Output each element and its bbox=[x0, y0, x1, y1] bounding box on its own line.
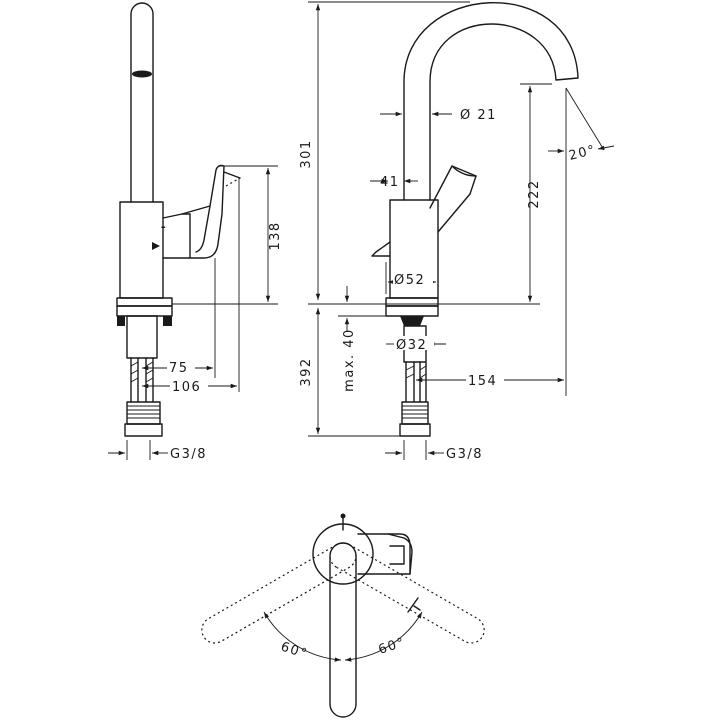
top-lever-indicator bbox=[407, 597, 419, 613]
dim301-label: 301 bbox=[299, 139, 314, 168]
side-body bbox=[119, 201, 164, 299]
dim392-label: 392 bbox=[299, 357, 314, 386]
dim154-label: 154 bbox=[468, 374, 497, 389]
dim138-label: 138 bbox=[268, 221, 283, 250]
top-angle-right-label: 60° bbox=[377, 635, 408, 658]
side-hoses bbox=[130, 357, 154, 403]
top-spout-center bbox=[329, 542, 357, 718]
side-shank bbox=[126, 315, 158, 359]
phi32-label: Ø32 bbox=[396, 338, 427, 353]
front-hose-fitting bbox=[401, 401, 429, 425]
side-nut-left bbox=[117, 316, 125, 326]
side-base-washer bbox=[116, 305, 173, 317]
side-hose-marks bbox=[130, 361, 154, 383]
side-lever-tip bbox=[223, 171, 241, 179]
dim154-bg bbox=[466, 372, 504, 386]
side-base-plate bbox=[116, 297, 173, 307]
angle20-ray bbox=[565, 87, 605, 151]
side-hose-nut bbox=[124, 423, 163, 437]
side-nut-right bbox=[163, 316, 172, 326]
top-lever-indicator-b bbox=[413, 605, 421, 611]
front-hose-nut bbox=[399, 423, 431, 437]
top-body-housing bbox=[357, 533, 411, 575]
phi52-label: Ø52 bbox=[394, 273, 425, 288]
dim106-bg bbox=[170, 378, 208, 392]
side-hose-thread bbox=[127, 405, 160, 419]
phi52-bg bbox=[393, 272, 433, 286]
front-lever-cap bbox=[451, 165, 477, 177]
angle20-arrow-right bbox=[597, 145, 615, 151]
dim75-bg bbox=[167, 360, 195, 374]
front-base-plate bbox=[385, 297, 439, 307]
dim75-label: 75 bbox=[169, 361, 189, 376]
side-spout-column bbox=[130, 2, 154, 203]
dim41-label: 41 bbox=[380, 175, 400, 190]
thread-left-label: G3/8 bbox=[170, 447, 207, 462]
front-hose-marks bbox=[405, 365, 427, 379]
top-lever-face bbox=[389, 545, 405, 565]
front-lever-tab bbox=[371, 241, 391, 257]
top-center-dot bbox=[340, 513, 346, 519]
top-view: 60° 60° bbox=[201, 513, 485, 718]
side-lever-blade bbox=[181, 164, 225, 259]
front-hoses bbox=[405, 361, 427, 403]
front-spout bbox=[403, 2, 579, 201]
top-base-circle bbox=[312, 523, 374, 585]
thread-right-label: G3/8 bbox=[446, 447, 483, 462]
side-temp-mark bbox=[152, 242, 160, 250]
top-angle-arc-left bbox=[263, 611, 342, 662]
front-base-washer bbox=[385, 305, 439, 317]
side-hose-fitting bbox=[126, 401, 161, 425]
phi32-bg bbox=[394, 336, 434, 350]
top-lever-outline bbox=[387, 533, 413, 575]
dim222-label: 222 bbox=[527, 179, 542, 208]
front-nut bbox=[400, 316, 424, 326]
front-spout-tip bbox=[555, 77, 579, 81]
side-lever-dashed bbox=[225, 177, 241, 187]
top-angle-left-label: 60° bbox=[279, 640, 310, 663]
side-view: ⁃ 138 75 106 G3/8 bbox=[108, 2, 283, 462]
dim106-label: 106 bbox=[172, 380, 201, 395]
side-lever-inner-edge bbox=[195, 205, 211, 253]
top-angle-arc-right bbox=[344, 611, 423, 662]
phi21-label: Ø 21 bbox=[460, 108, 497, 123]
max40-label: max. 40 bbox=[342, 328, 357, 392]
front-hose-thread bbox=[402, 405, 428, 419]
front-view: 301 392 max. 40 Ø 21 41 Ø52 Ø32 bbox=[299, 1, 615, 462]
side-aerator-mark bbox=[132, 70, 152, 78]
side-lever-handle bbox=[162, 213, 191, 259]
angle20-label: 20° bbox=[567, 143, 597, 164]
side-temp-dot: ⁃ bbox=[160, 221, 168, 236]
